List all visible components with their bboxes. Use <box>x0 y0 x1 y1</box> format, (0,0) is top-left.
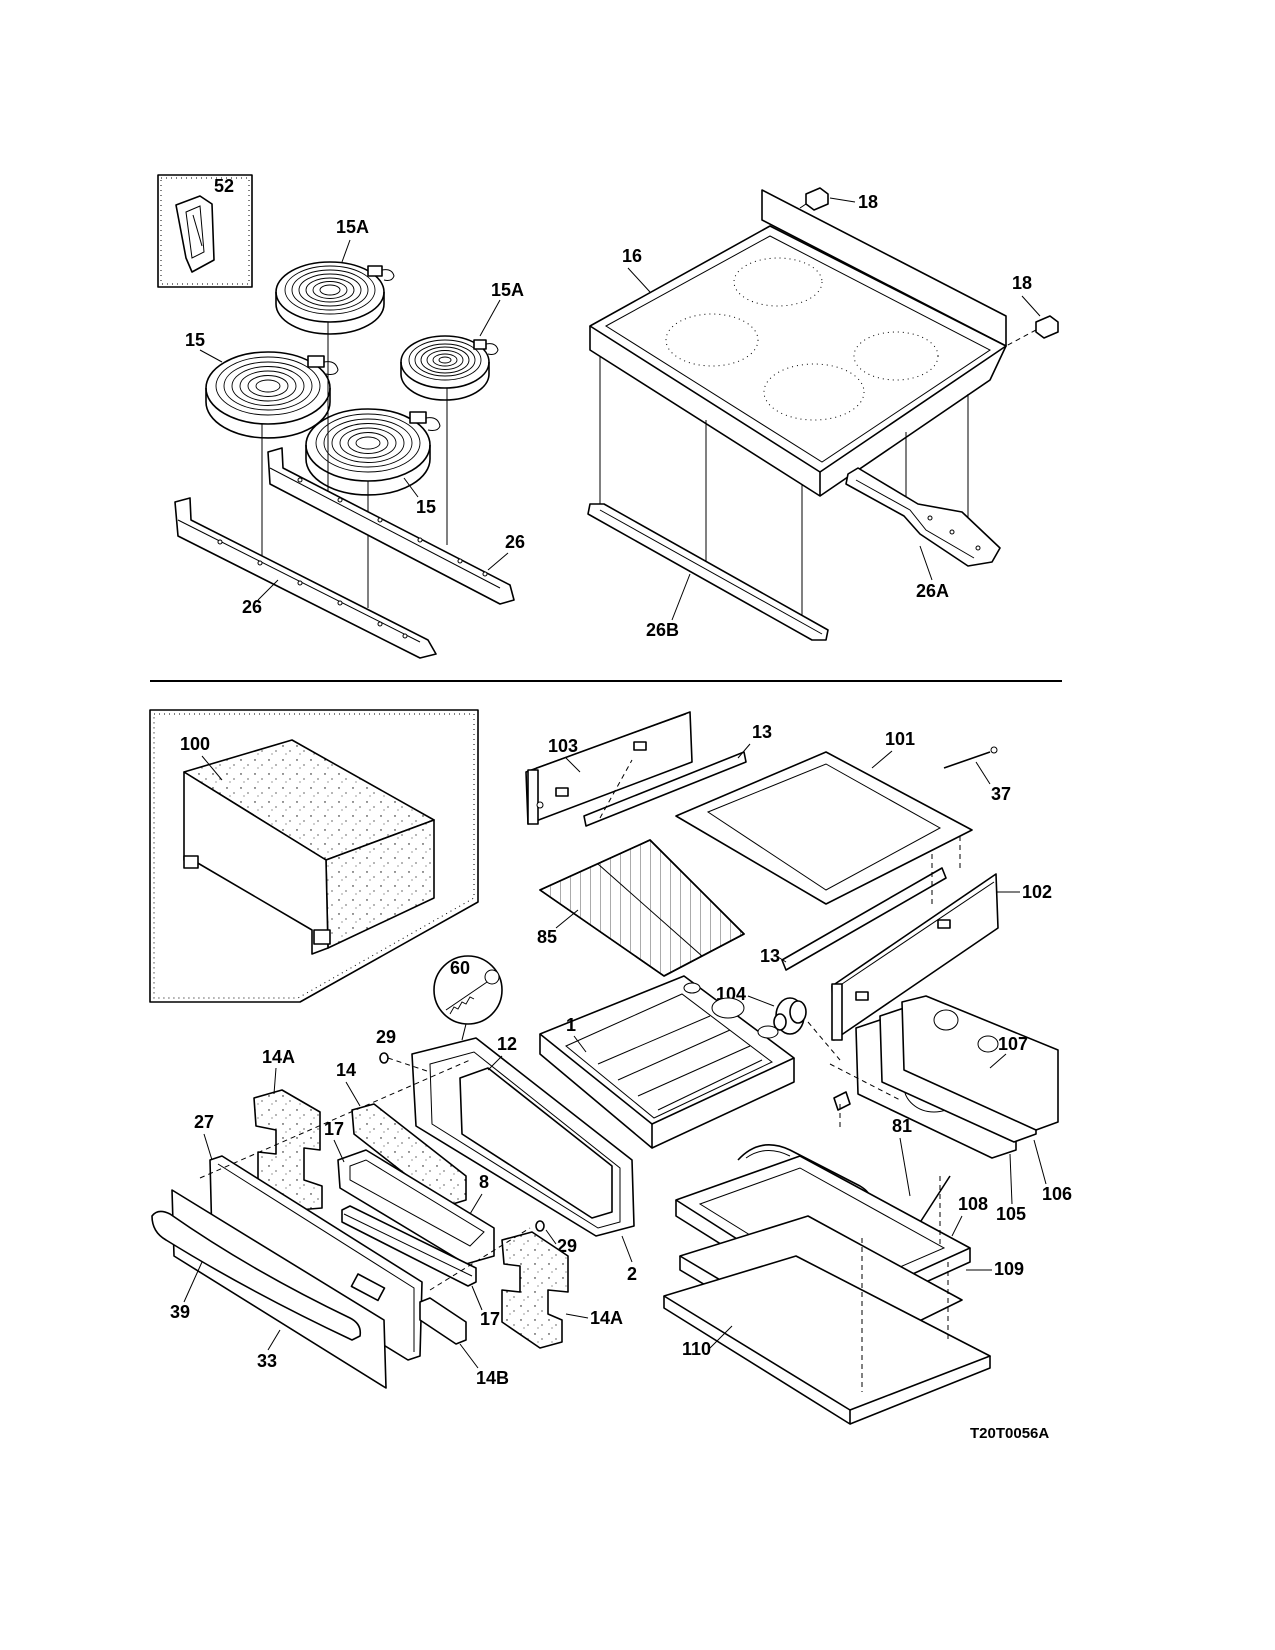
callout-103: 103 <box>548 736 578 756</box>
part-14b-trim-strip[interactable] <box>419 1297 467 1345</box>
callout-26b: 26B <box>646 620 679 640</box>
callout-17-top: 17 <box>324 1119 344 1139</box>
part-85-oven-rack[interactable] <box>539 839 745 977</box>
callout-14a-left: 14A <box>262 1047 295 1067</box>
part-16-cooktop[interactable] <box>589 189 1007 497</box>
part-15-surface-element-lower[interactable] <box>305 408 441 496</box>
part-15-surface-element-left[interactable] <box>205 351 339 439</box>
part-104-oven-light[interactable] <box>773 997 807 1035</box>
callout-27: 27 <box>194 1112 214 1132</box>
callout-37: 37 <box>991 784 1011 804</box>
callout-18-top: 18 <box>858 192 878 212</box>
callout-106: 106 <box>1042 1184 1072 1204</box>
callout-14: 14 <box>336 1060 356 1080</box>
callout-33: 33 <box>257 1351 277 1371</box>
part-29-screw-lower[interactable] <box>535 1220 545 1232</box>
callout-109: 109 <box>994 1259 1024 1279</box>
part-101-oven-top[interactable] <box>675 751 973 905</box>
part-18-clip-top[interactable] <box>799 187 829 211</box>
part-15a-surface-element-top[interactable] <box>275 261 395 335</box>
callout-14a-right: 14A <box>590 1308 623 1328</box>
part-18-clip-right[interactable] <box>1035 315 1059 339</box>
callout-26-right: 26 <box>505 532 525 552</box>
part-13-rail-lower[interactable] <box>781 867 947 971</box>
callout-110: 110 <box>682 1339 711 1359</box>
part-107-back-panel[interactable] <box>901 995 1059 1131</box>
callout-1: 1 <box>566 1015 576 1035</box>
part-110-drawer-bottom[interactable] <box>663 1255 991 1425</box>
part-12-door-gasket[interactable] <box>459 1067 613 1219</box>
part-26b-strip[interactable] <box>587 503 829 641</box>
part-26a-bracket[interactable] <box>845 467 1001 567</box>
part-52-knob-insert[interactable] <box>175 195 215 273</box>
part-15a-surface-element-right[interactable] <box>400 335 499 401</box>
callout-108: 108 <box>958 1194 988 1214</box>
callout-18-right: 18 <box>1012 273 1032 293</box>
callout-16: 16 <box>622 246 642 266</box>
callout-14b: 14B <box>476 1368 509 1388</box>
part-37-temperature-sensor[interactable] <box>943 746 998 769</box>
part-14a-insulation-left[interactable] <box>253 1089 323 1211</box>
part-39-door-handle[interactable] <box>151 1210 362 1341</box>
part-26-bracket-left[interactable] <box>174 497 437 659</box>
callout-81: 81 <box>892 1116 912 1136</box>
callout-17-lower: 17 <box>480 1309 500 1329</box>
callout-29-lower: 29 <box>557 1236 577 1256</box>
callout-29-top: 29 <box>376 1027 396 1047</box>
part-26-bracket-right[interactable] <box>267 447 515 605</box>
callout-107: 107 <box>998 1034 1028 1054</box>
callout-2: 2 <box>627 1264 637 1284</box>
part-2-oven-door-frame[interactable] <box>411 1037 635 1237</box>
callout-26-left: 26 <box>242 597 262 617</box>
inset-box-52 <box>157 174 253 288</box>
callout-15-lower: 15 <box>416 497 436 517</box>
callout-100: 100 <box>180 734 210 754</box>
callout-13-top: 13 <box>752 722 772 742</box>
part-17-door-liner-top[interactable] <box>337 1149 495 1265</box>
callout-102: 102 <box>1022 882 1052 902</box>
part-1-broiler-pan[interactable] <box>539 975 795 1149</box>
callout-15a-top: 15A <box>336 217 369 237</box>
diagram-code: T20T0056A <box>970 1425 1049 1442</box>
callout-13-lower: 13 <box>760 946 780 966</box>
callout-60: 60 <box>450 958 470 978</box>
part-17-door-glass-lower[interactable] <box>343 1213 473 1277</box>
part-100-oven-insulation[interactable] <box>183 739 435 955</box>
callout-26a: 26A <box>916 581 949 601</box>
callout-105: 105 <box>996 1204 1026 1224</box>
part-29-screw-top[interactable] <box>379 1052 389 1064</box>
callout-12: 12 <box>497 1034 517 1054</box>
callout-15-left: 15 <box>185 330 205 350</box>
callout-8: 8 <box>479 1172 489 1192</box>
inset-box-100 <box>149 709 479 1003</box>
callout-101: 101 <box>885 729 915 749</box>
callout-39: 39 <box>170 1302 190 1322</box>
part-14a-insulation-right[interactable] <box>501 1231 569 1349</box>
part-14-insulation[interactable] <box>351 1103 467 1207</box>
callout-15a-right: 15A <box>491 280 524 300</box>
callout-52: 52 <box>214 176 234 196</box>
callout-85: 85 <box>537 927 557 947</box>
part-103-side-panel[interactable] <box>525 711 693 825</box>
part-13-rail-top[interactable] <box>583 751 747 827</box>
part-60-door-stop[interactable] <box>433 955 503 1041</box>
part-102-side-panel[interactable] <box>831 873 999 1041</box>
